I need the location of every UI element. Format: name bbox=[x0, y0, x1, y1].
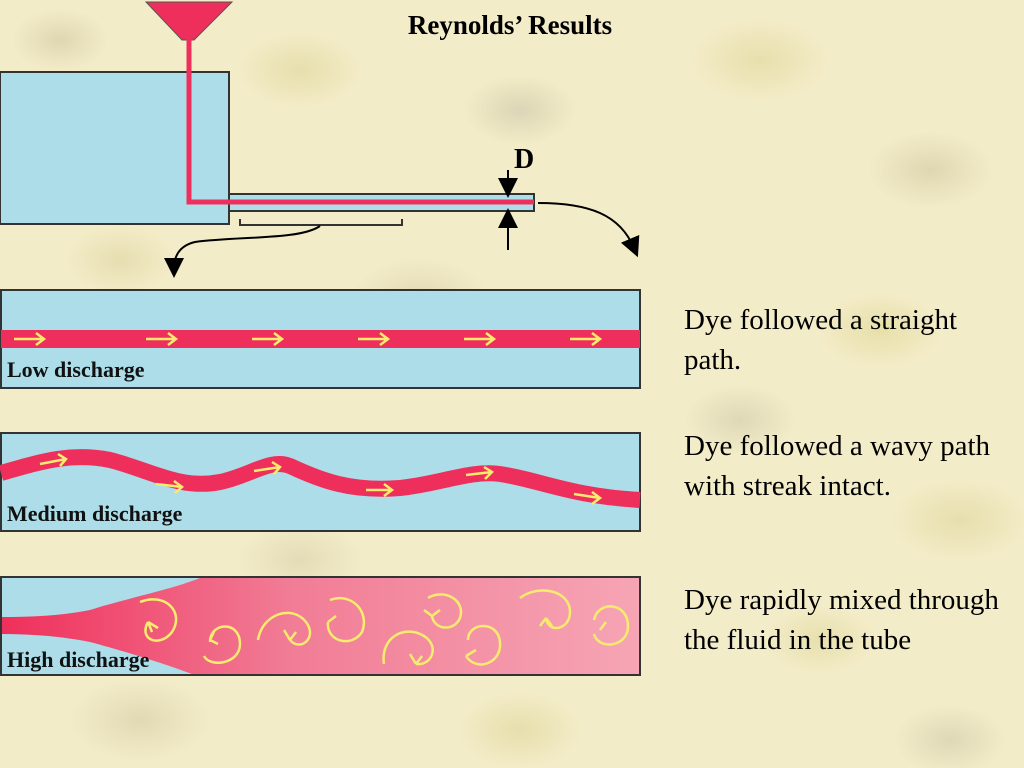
flow-arrow bbox=[366, 483, 395, 497]
eddy-arrow bbox=[202, 625, 242, 664]
dye-funnel bbox=[144, 1, 234, 41]
flow-arrow bbox=[146, 332, 179, 346]
high-discharge-tube: High discharge bbox=[0, 576, 641, 676]
eddy-arrow bbox=[464, 624, 502, 666]
tube-label-medium: Medium discharge bbox=[7, 501, 183, 526]
eddy-arrow bbox=[592, 605, 630, 646]
eddy-arrow bbox=[382, 630, 434, 666]
medium-discharge-description: Dye followed a wavy path with streak int… bbox=[684, 430, 991, 502]
low-discharge-description: Dye followed a straight path. bbox=[684, 304, 958, 376]
apparatus: D bbox=[0, 1, 640, 278]
flow-arrow bbox=[570, 332, 603, 346]
eddy-arrow bbox=[423, 593, 463, 629]
flow-arrows bbox=[39, 452, 603, 505]
flow-arrow bbox=[252, 332, 285, 346]
mixed-dye-region bbox=[1, 578, 639, 674]
slide-title: Reynolds’ Results bbox=[407, 10, 613, 40]
flow-arrow bbox=[464, 332, 497, 346]
eddy-arrow bbox=[326, 597, 365, 643]
eddy-arrow bbox=[519, 589, 572, 630]
medium-discharge-tube: Medium discharge bbox=[0, 432, 641, 532]
tube-outline bbox=[0, 576, 641, 676]
straight-dye-streak bbox=[1, 330, 640, 348]
flow-down-arrow bbox=[164, 225, 321, 278]
valve-bracket bbox=[239, 219, 403, 226]
eddy-arrow bbox=[256, 611, 312, 646]
flow-arrow bbox=[573, 491, 603, 505]
flow-arrow bbox=[39, 452, 68, 467]
tube-label-low: Low discharge bbox=[7, 357, 145, 382]
wavy-dye-streak bbox=[0, 449, 641, 508]
high-discharge-description: Dye rapidly mixed through the fluid in t… bbox=[684, 584, 999, 656]
flow-arrows bbox=[14, 332, 603, 346]
low-discharge-tube: Low discharge bbox=[0, 289, 641, 389]
diameter-label: D bbox=[514, 144, 534, 175]
flow-arrow bbox=[358, 332, 391, 346]
turbulent-eddies bbox=[139, 589, 630, 666]
tube-label-high: High discharge bbox=[7, 647, 150, 672]
dye-injection-line bbox=[186, 38, 534, 205]
outflow-arrow bbox=[537, 202, 640, 258]
flow-arrow bbox=[253, 460, 282, 475]
flow-arrow bbox=[14, 332, 47, 346]
eddy-arrow bbox=[139, 598, 178, 642]
flow-arrow bbox=[155, 480, 184, 494]
flow-arrow bbox=[465, 465, 494, 480]
